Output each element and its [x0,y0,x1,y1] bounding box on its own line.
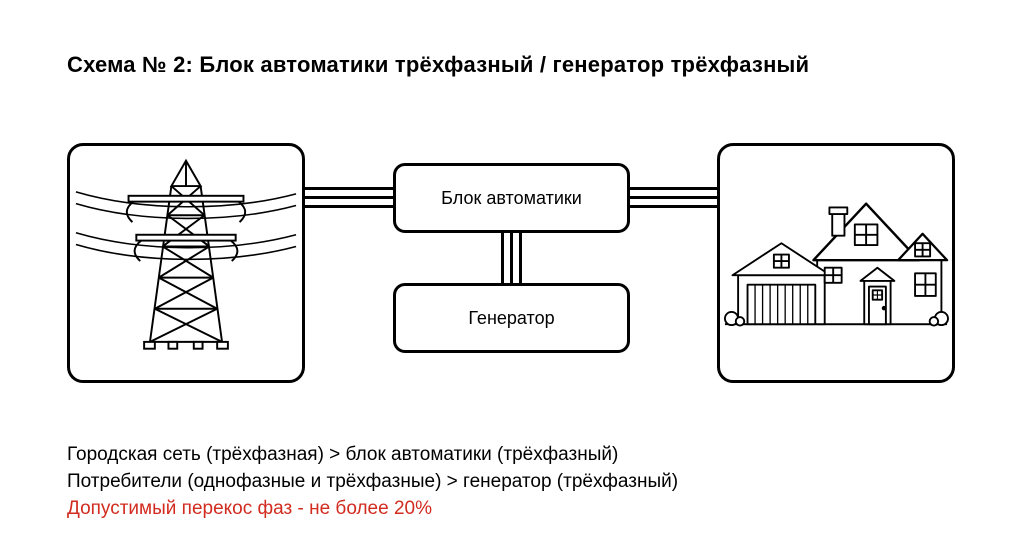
note-line-1: Городская сеть (трёхфазная) > блок автом… [67,444,619,465]
phase-line [628,205,719,208]
generator-label: Генератор [468,307,555,328]
grid-to-automation-connection [303,187,395,208]
power-grid-node [67,143,305,383]
phase-line [303,205,395,208]
automation-unit-box: Блок автоматики [393,163,630,233]
phase-line [303,196,395,199]
automation-unit-label: Блок автоматики [441,187,582,208]
generator-box: Генератор [393,283,630,353]
phase-line [628,196,719,199]
phase-line [303,187,395,190]
consumer-house-node [717,143,955,383]
power-tower-icon [75,158,297,350]
note-line-2: Потребители (однофазные и трёхфазные) > … [67,471,679,492]
phase-line [519,231,522,285]
house-icon [724,202,949,327]
note-line-warning: Допустимый перекос фаз - не более 20% [67,498,432,519]
automation-to-generator-connection [501,231,522,285]
diagram-title: Схема № 2: Блок автоматики трёхфазный / … [67,52,810,77]
notes-block: Городская сеть (трёхфазная) > блок автом… [67,441,678,522]
phase-line [501,231,504,285]
phase-line [628,187,719,190]
automation-to-house-connection [628,187,719,208]
phase-line [510,231,513,285]
